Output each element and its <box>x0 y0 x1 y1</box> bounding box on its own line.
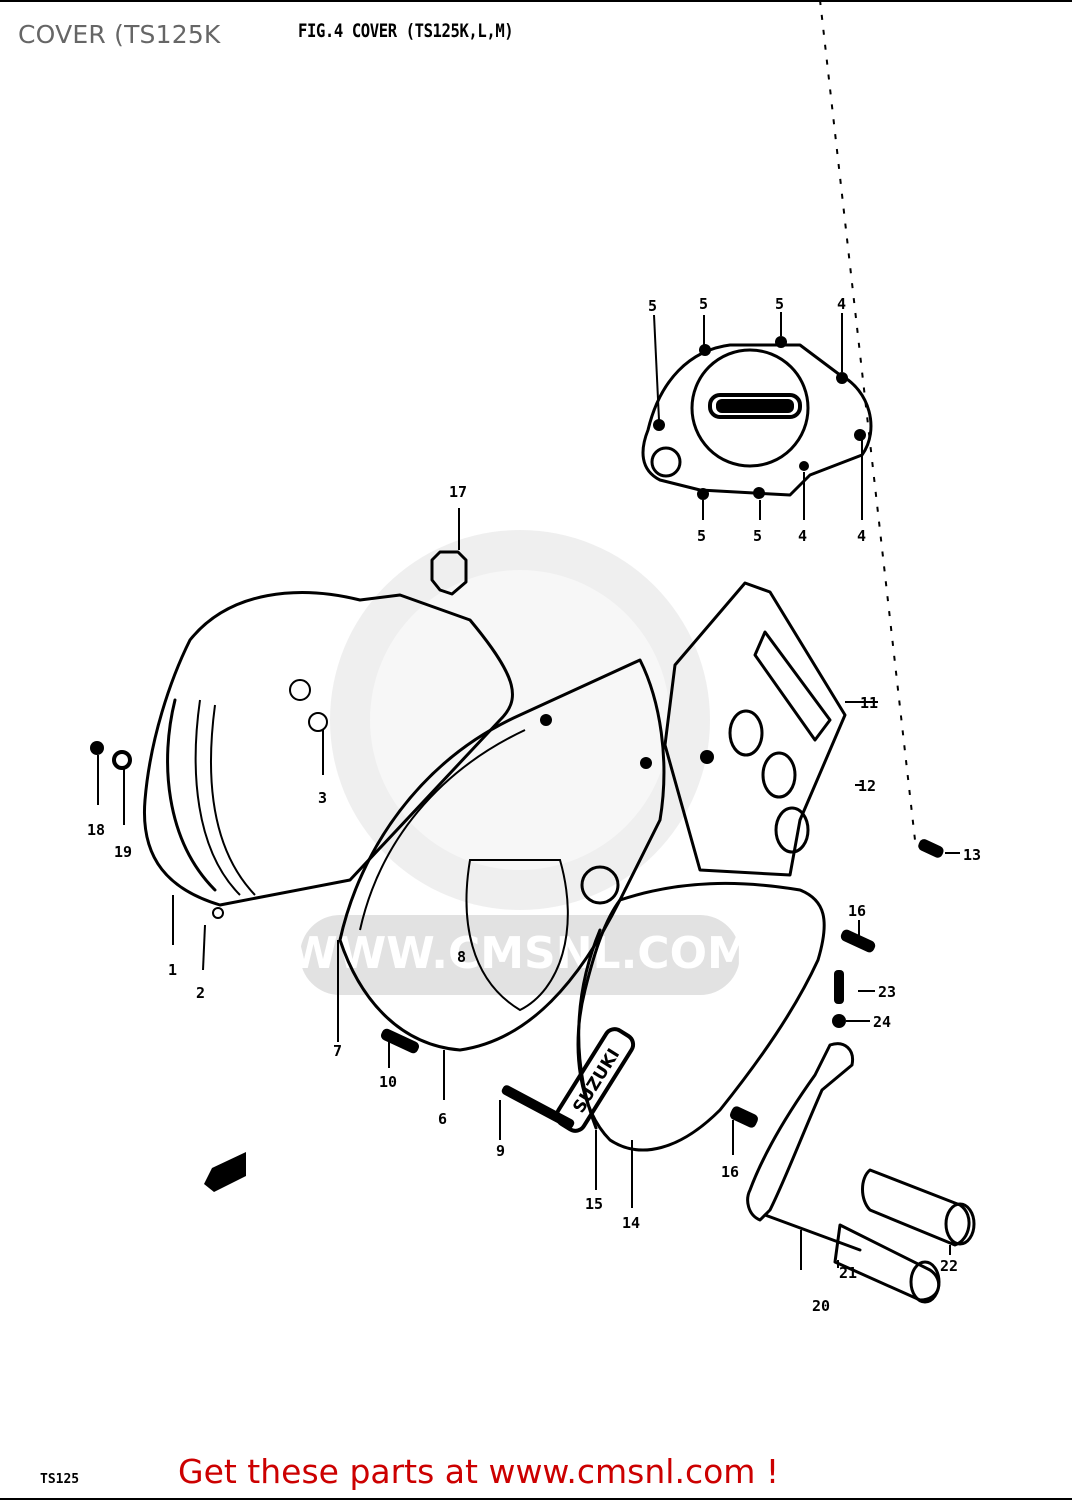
callout-13: 13 <box>963 846 981 864</box>
callout-7: 7 <box>333 1042 342 1060</box>
front-direction-arrow-icon <box>204 1152 246 1192</box>
buy-parts-link[interactable]: Get these parts at www.cmsnl.com ! <box>178 1452 780 1491</box>
figure-title: FIG.4 COVER (TS125K,L,M) <box>298 20 514 42</box>
part-17-plug <box>430 508 468 596</box>
callout-24: 24 <box>873 1013 891 1031</box>
callout-4: 4 <box>798 527 807 545</box>
callout-16: 16 <box>721 1163 739 1181</box>
callout-17: 17 <box>449 483 467 501</box>
callout-6: 6 <box>438 1110 447 1128</box>
part-1-clutch-cover <box>142 591 514 971</box>
callout-4: 4 <box>837 295 846 313</box>
callout-9: 9 <box>496 1142 505 1160</box>
page-title: COVER (TS125K <box>18 20 221 49</box>
callout-5: 5 <box>648 297 657 315</box>
callout-11: 11 <box>860 694 878 712</box>
callout-3: 3 <box>318 789 327 807</box>
callout-12: 12 <box>858 777 876 795</box>
part-18-19-screw-washer <box>90 741 132 825</box>
callout-23: 23 <box>878 983 896 1001</box>
callout-19: 19 <box>114 843 132 861</box>
callout-2: 2 <box>196 984 205 1002</box>
callout-16: 16 <box>848 902 866 920</box>
callout-22: 22 <box>940 1257 958 1275</box>
part-13-screw <box>819 0 960 858</box>
callout-15: 15 <box>585 1195 603 1213</box>
callout-5: 5 <box>775 295 784 313</box>
callout-10: 10 <box>379 1073 397 1091</box>
callout-5: 5 <box>753 527 762 545</box>
part-6-magneto-cover <box>337 658 666 1100</box>
part-20-kick-starter <box>746 1042 976 1304</box>
callout-1: 1 <box>168 961 177 979</box>
watermark-text: WWW.CMSNL.COM <box>289 928 751 979</box>
callout-8: 8 <box>457 948 466 966</box>
small-screws <box>380 920 876 1155</box>
callout-18: 18 <box>87 821 105 839</box>
model-code: TS125 <box>40 1472 80 1487</box>
callout-21: 21 <box>839 1264 857 1282</box>
callout-5: 5 <box>699 295 708 313</box>
part-4-5-inset-cover <box>641 312 873 520</box>
callout-5: 5 <box>697 527 706 545</box>
part-11-sprocket-cover <box>663 581 878 877</box>
callout-labels: 1 2 3 4 4 4 5 5 5 5 5 6 7 8 9 10 11 12 1… <box>87 295 981 1315</box>
callout-4: 4 <box>857 527 866 545</box>
watermark-logo: WWW.CMSNL.COM <box>289 530 751 995</box>
callout-14: 14 <box>622 1214 640 1232</box>
callout-20: 20 <box>812 1297 830 1315</box>
